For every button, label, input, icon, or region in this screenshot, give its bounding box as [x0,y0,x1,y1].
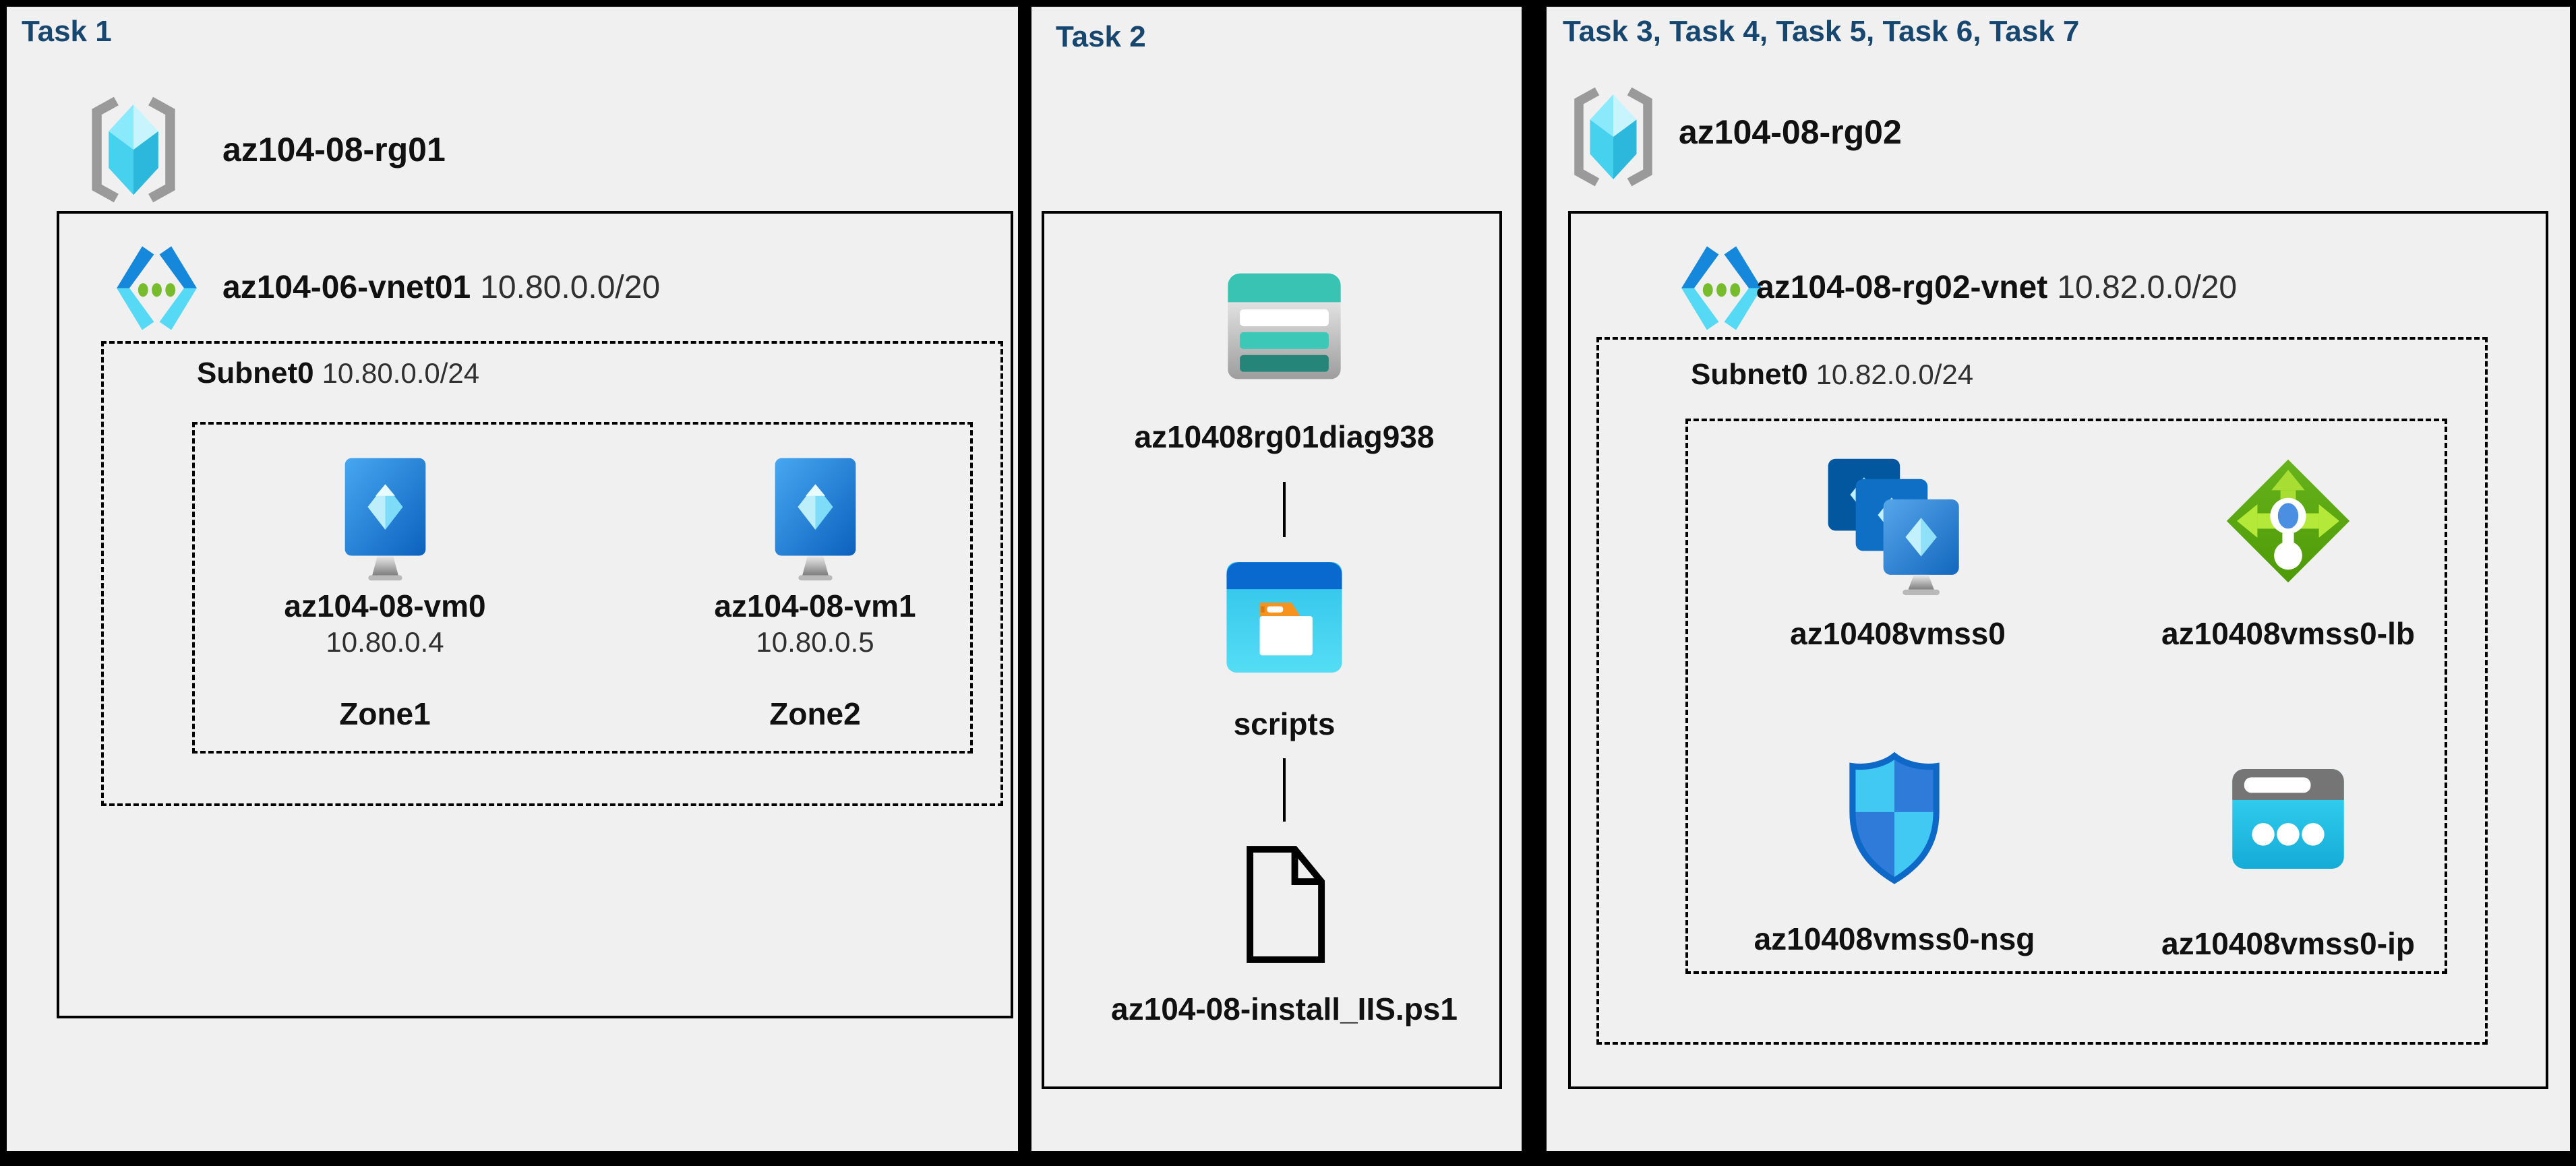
resource-group-icon [1574,87,1652,187]
subnet0-box: Subnet0 10.82.0.0/24 [1596,337,2488,1045]
vnet-title-row: az104-06-vnet01 10.80.0.0/20 [222,269,660,307]
nsg-icon [1849,751,1940,884]
panel-task1: Task 1 az104-08-rg01 az104-06-vnet0 [7,7,1018,1151]
subnet-title-row: Subnet0 10.82.0.0/24 [1691,356,1973,394]
vnet-title-row: az104-08-rg02-vnet 10.82.0.0/20 [1756,269,2237,307]
subnet-cidr: 10.82.0.0/24 [1816,359,1974,390]
vnet-cidr: 10.80.0.0/20 [480,270,661,305]
load-balancer-icon [2226,459,2350,583]
connector-line [1283,758,1286,822]
vm-name: az104-08-vm1 [714,588,916,623]
task2-content-box: az10408rg01diag938 scripts az104-08-in [1042,211,1502,1089]
vnet-box-rg02: az104-08-rg02-vnet 10.82.0.0/20 Subnet0 10… [1568,211,2548,1089]
public-ip-name: az10408vmss0-ip [2161,926,2415,961]
vm-ip: 10.80.0.5 [756,626,874,658]
vmss-name: az10408vmss0 [1790,616,2006,651]
subnet-name: Subnet0 [1691,358,1808,391]
vmss-icon [1828,458,1959,595]
vm-zone: Zone1 [339,696,431,731]
vm-group-box: az104-08-vm0 10.80.0.4 Zone1 [192,422,973,754]
vnet-name: az104-08-rg02-vnet [1756,270,2048,305]
public-ip-cell: az10408vmss0-ip [2133,764,2443,962]
connector-line [1283,482,1286,537]
lb-cell: az10408vmss0-lb [2133,457,2443,652]
vm1-cell: az104-08-vm1 10.80.0.5 Zone2 [667,454,963,731]
task2-title: Task 2 [1056,20,1146,53]
storage-account-icon [1228,273,1341,379]
vm-icon [775,458,856,581]
container-name: scripts [1233,706,1336,741]
task3-title: Task 3, Task 4, Task 5, Task 6, Task 7 [1563,15,2080,48]
lb-name: az10408vmss0-lb [2161,616,2415,651]
vmss-cell: az10408vmss0 [1743,457,2053,652]
resource-group-name: az104-08-rg02 [1679,113,1902,151]
vm-name: az104-08-vm0 [284,588,486,623]
storage-stack: az10408rg01diag938 scripts az104-08-in [1062,214,1507,1027]
panel-task3: Task 3, Task 4, Task 5, Task 6, Task 7 a… [1547,7,2570,1151]
file-icon [1247,846,1325,963]
resource-group-icon [92,96,175,203]
vnet-cidr: 10.82.0.0/20 [2057,270,2238,305]
resource-group-name: az104-08-rg01 [222,131,446,168]
container-icon [1226,562,1342,673]
vnet-icon [117,246,197,330]
vnet-icon [1681,246,1762,330]
nsg-cell: az10408vmss0-nsg [1739,751,2049,957]
vm0-cell: az104-08-vm0 10.80.0.4 Zone1 [237,454,533,731]
vmss-resources-box: az10408vmss0 [1685,419,2447,974]
vm-zone: Zone2 [769,696,861,731]
panel-task2: Task 2 az10408rg01diag938 [1031,7,1522,1151]
public-ip-icon [2232,769,2344,869]
vm-icon [345,458,425,581]
storage-account-name: az10408rg01diag938 [1134,419,1435,454]
subnet-name: Subnet0 [197,357,314,390]
vm-ip: 10.80.0.4 [326,626,444,658]
nsg-name: az10408vmss0-nsg [1754,921,2035,956]
subnet-cidr: 10.80.0.0/24 [322,357,480,389]
task1-title: Task 1 [22,15,112,48]
vnet-name: az104-06-vnet01 [222,270,471,305]
file-name: az104-08-install_IIS.ps1 [1111,991,1458,1026]
